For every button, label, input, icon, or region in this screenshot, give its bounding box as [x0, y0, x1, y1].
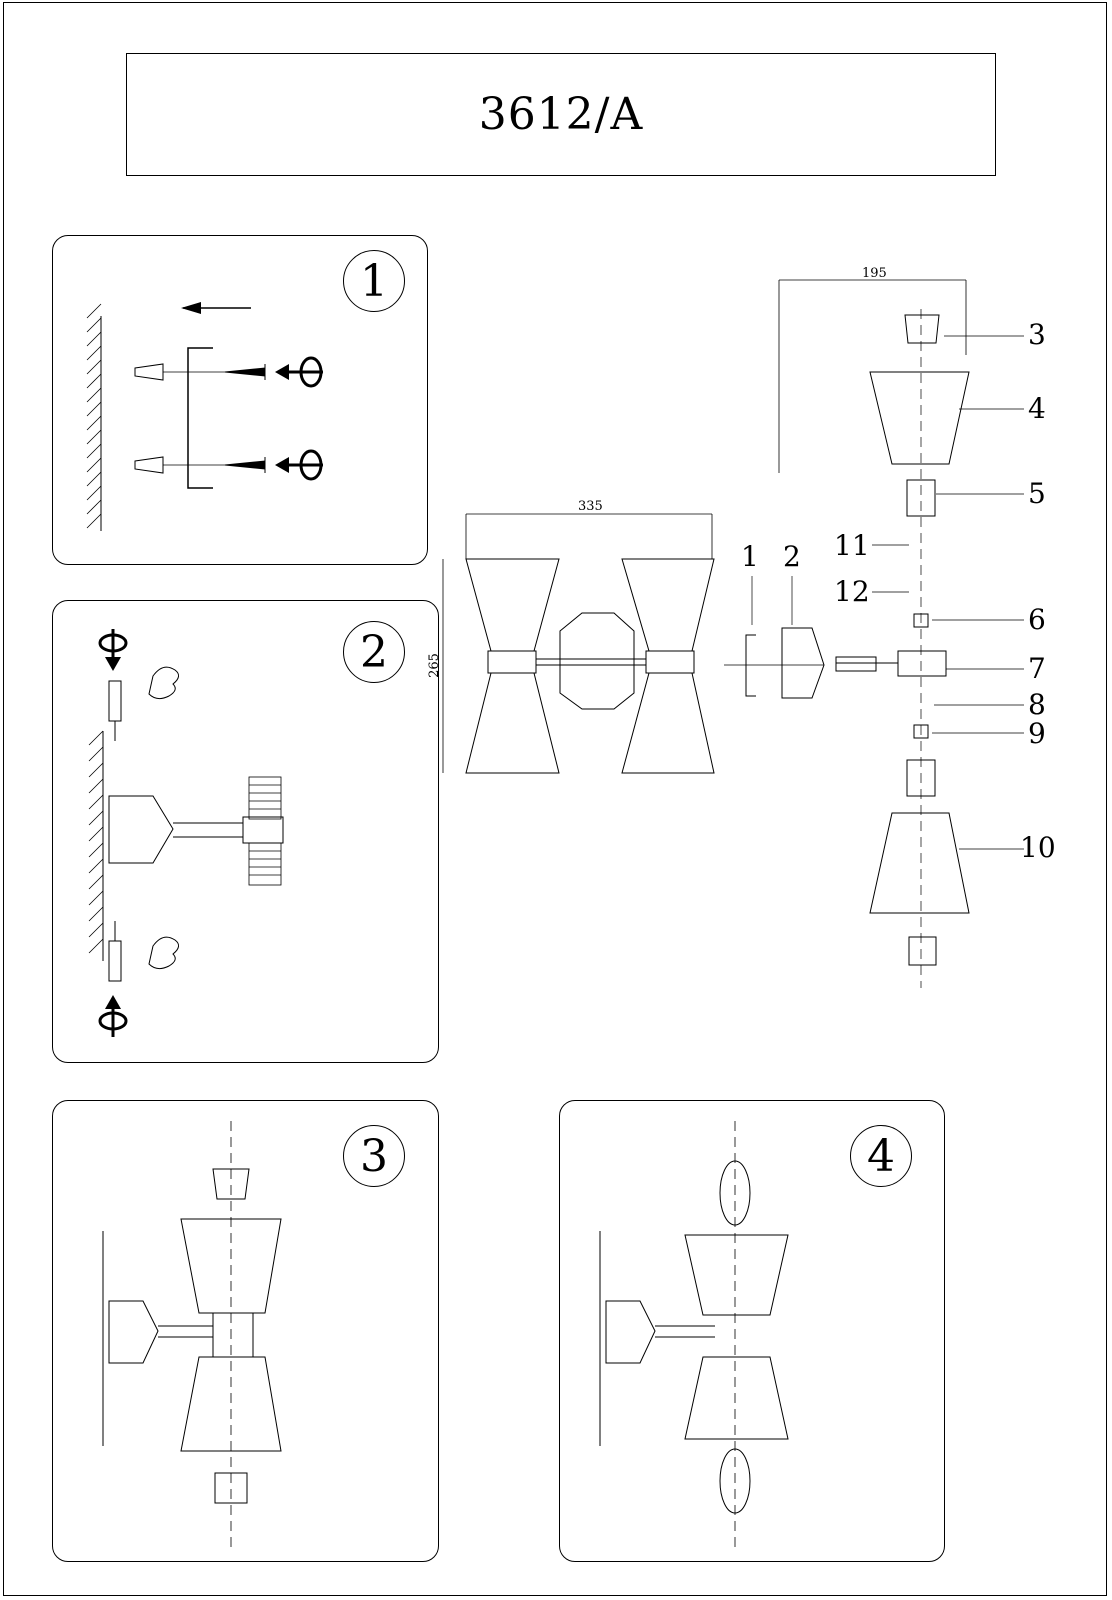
part-label-11: 11 — [834, 529, 870, 562]
part-label-6: 6 — [1028, 603, 1046, 636]
dim-fixture-height: 265 — [426, 653, 442, 678]
shade-illustration — [102, 1121, 282, 1551]
part-label-5: 5 — [1028, 477, 1046, 510]
step-number-2: 2 — [343, 621, 405, 683]
dim-shade-width: 195 — [862, 266, 887, 281]
fixing-illustration — [88, 629, 284, 1037]
model-number: 3612/A — [478, 89, 644, 140]
part-label-1: 1 — [741, 540, 759, 573]
step-number-3: 3 — [343, 1125, 405, 1187]
part-label-3: 3 — [1028, 318, 1046, 351]
part-label-7: 7 — [1028, 652, 1046, 685]
bulb-illustration — [599, 1121, 789, 1551]
step-panel-1: 1 — [52, 235, 428, 565]
drawing-sheet: 3612/A 1 — [3, 2, 1107, 1596]
title-block: 3612/A — [126, 53, 996, 176]
part-label-9: 9 — [1028, 717, 1046, 750]
part-label-12: 12 — [834, 575, 870, 608]
step-panel-3: 3 — [52, 1100, 439, 1562]
step-number-1: 1 — [343, 250, 405, 312]
exploded-view — [442, 279, 1024, 988]
mounting-illustration — [86, 302, 323, 531]
step-number-4: 4 — [850, 1125, 912, 1187]
part-label-2: 2 — [783, 540, 801, 573]
part-label-4: 4 — [1028, 392, 1046, 425]
step-panel-4: 4 — [559, 1100, 945, 1562]
part-label-8: 8 — [1028, 688, 1046, 721]
part-label-10: 10 — [1020, 831, 1056, 864]
dim-fixture-width: 335 — [578, 499, 603, 514]
step-panel-2: 2 — [52, 600, 439, 1063]
